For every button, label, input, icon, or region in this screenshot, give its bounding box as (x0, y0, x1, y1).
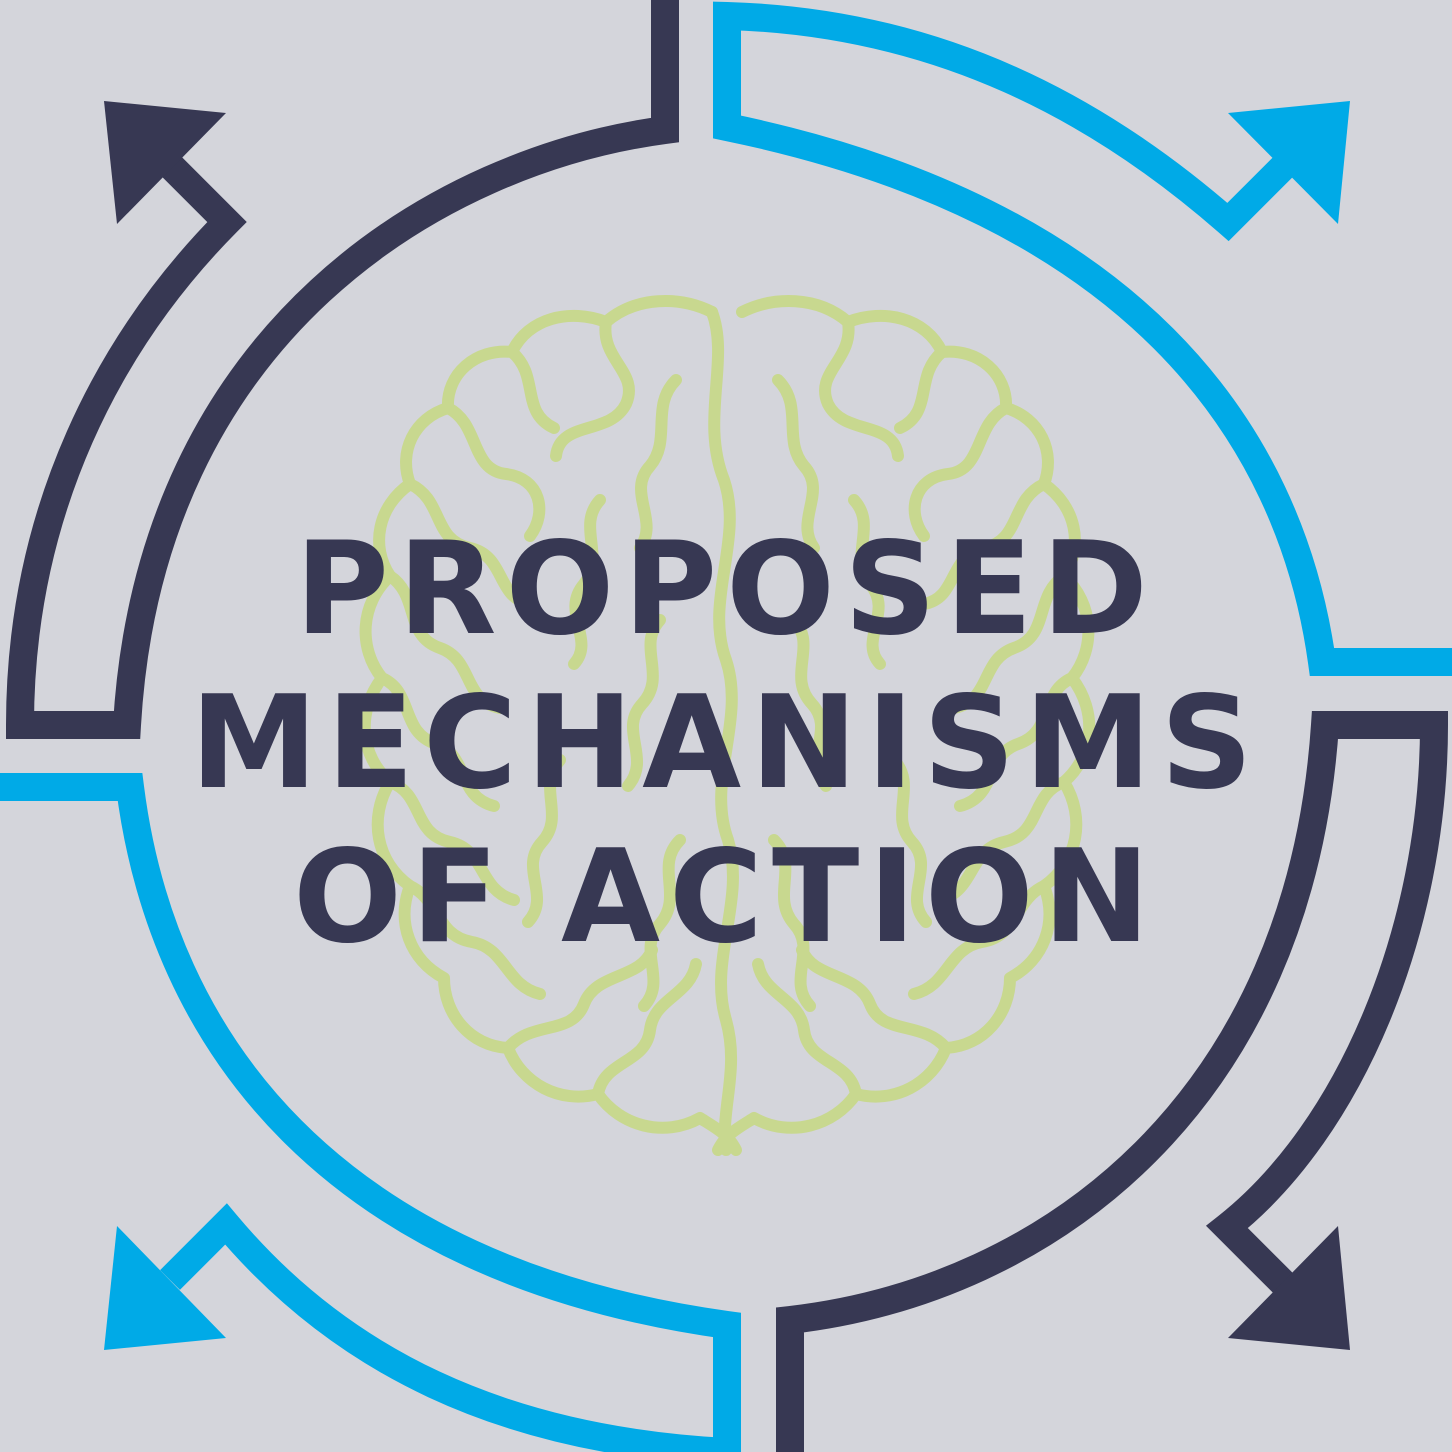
navy-curved-arrow-icon (5, 0, 679, 739)
navy-curved-arrow-icon (776, 711, 1449, 1452)
top-left-arrowhead (104, 101, 226, 224)
brain-outline-icon (358, 295, 1096, 1156)
bottom-right-arrow-band (776, 711, 1449, 1452)
bottom-right-arrowhead (1228, 1226, 1350, 1350)
title-line-3: OF ACTION (293, 823, 1159, 972)
title-line-2: MECHANISMS (190, 669, 1262, 818)
blue-curved-arrow-icon (713, 1, 1452, 676)
bottom-left-arrow-band (0, 773, 741, 1452)
top-left-arrow-band (5, 0, 679, 739)
top-right-arrowhead (1228, 101, 1350, 224)
blue-curved-arrow-icon (0, 773, 741, 1452)
top-right-arrow-band (713, 1, 1452, 676)
title-line-1: PROPOSED (295, 515, 1157, 664)
bottom-left-arrowhead (104, 1226, 226, 1350)
